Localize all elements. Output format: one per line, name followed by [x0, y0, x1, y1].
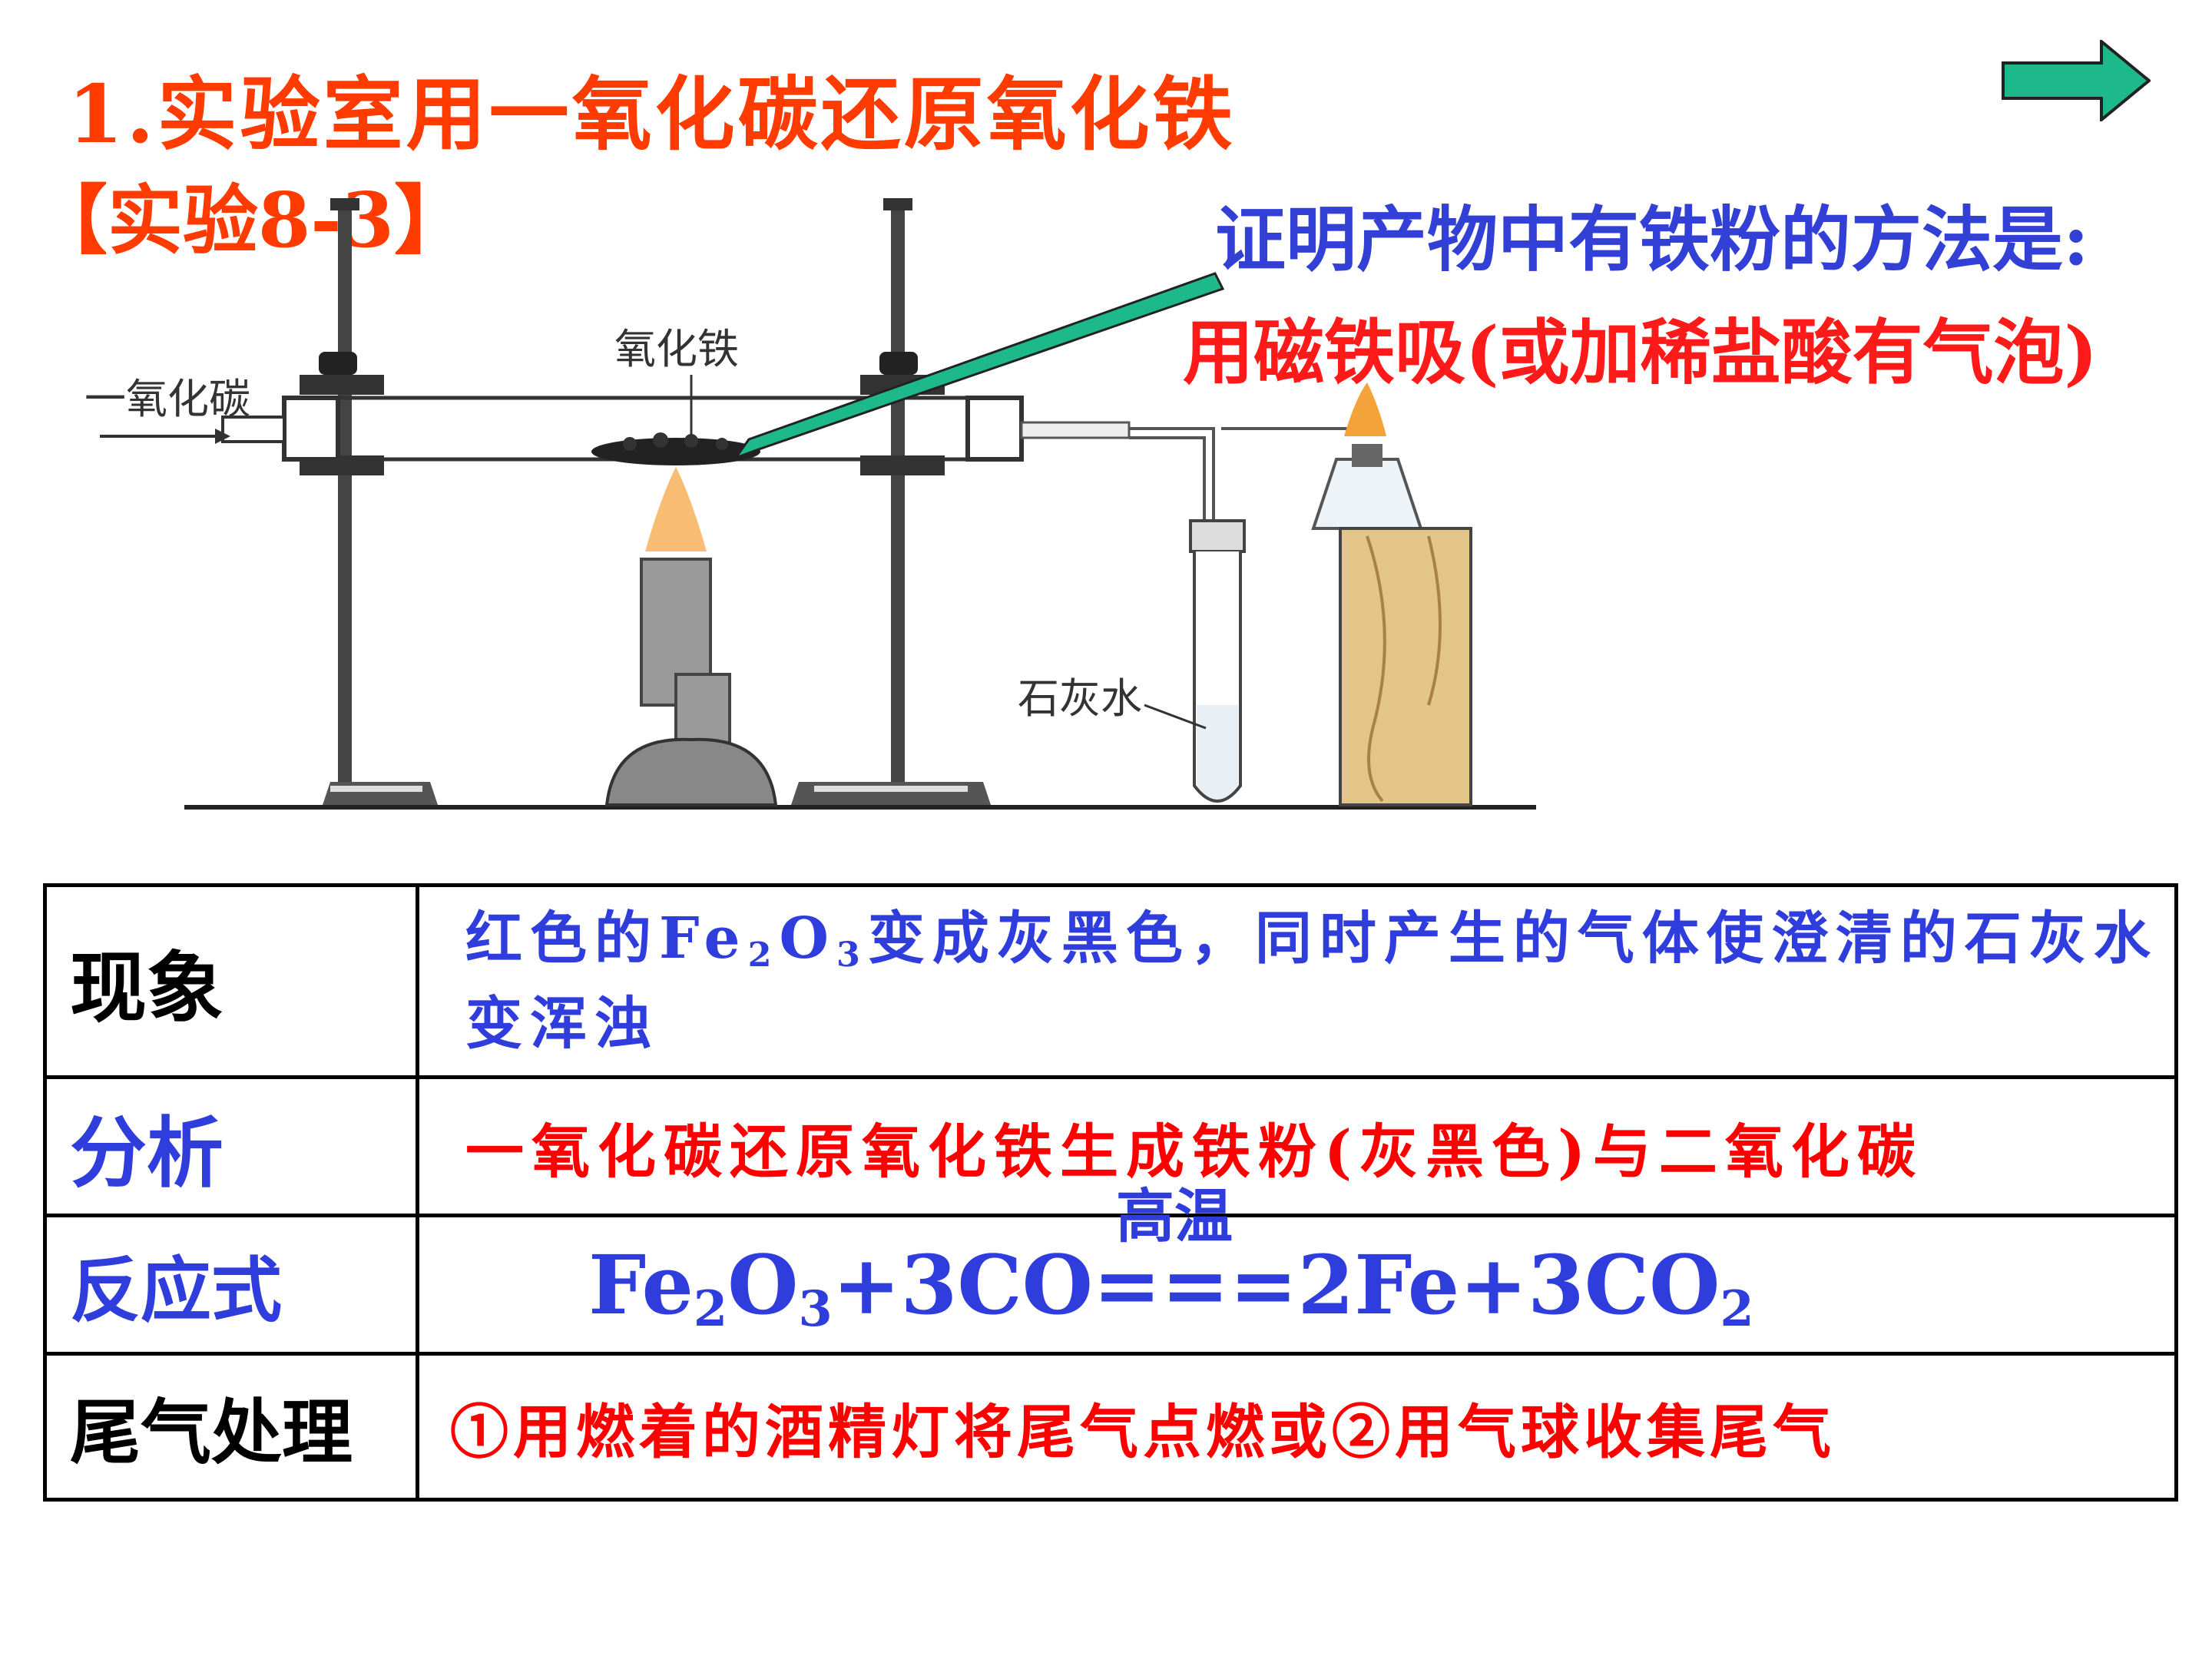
experiment-table: 现象 红色的Fe2O3变成灰黑色，同时产生的气体使澄清的石灰水变浑浊 分析 一氧… — [43, 883, 2178, 1502]
burner — [604, 467, 778, 806]
equation-header: 反应式 — [43, 1214, 419, 1356]
table-row: 尾气处理 ①用燃着的酒精灯将尾气点燃或②用气球收集尾气 — [43, 1352, 2178, 1502]
iron-stand-left — [300, 198, 438, 805]
proof-question: 证明产物中有铁粉的方法是: — [1215, 198, 2089, 281]
analysis-header: 分析 — [43, 1075, 419, 1217]
fe2o3-label: 氧化铁 — [614, 325, 739, 373]
proof-answer: 用磁铁吸(或加稀盐酸有气泡) — [1183, 311, 2098, 394]
slide-title: 1.实验室用一氧化碳还原氧化铁 — [68, 67, 1236, 161]
alcohol-lamp — [1311, 382, 1472, 806]
apparatus-diagram: 一氧化碳 氧化铁 石灰水 — [84, 198, 1536, 810]
experiment-label: 【实验8-3】 — [32, 177, 470, 265]
test-tube — [1189, 519, 1246, 803]
limewater-label: 石灰水 — [1018, 674, 1142, 723]
phenomenon-header: 现象 — [43, 883, 419, 1079]
right-arrow-icon[interactable] — [2002, 40, 2151, 121]
analysis-text: 一氧化碳还原氧化铁生成铁粉(灰黑色)与二氧化碳 — [416, 1075, 2178, 1217]
iron-oxide-powder — [591, 432, 760, 465]
iron-stand-right — [791, 198, 991, 805]
tail-gas-text: ①用燃着的酒精灯将尾气点燃或②用气球收集尾气 — [416, 1352, 2178, 1502]
co-label: 一氧化碳 — [84, 375, 250, 423]
table-row: 分析 一氧化碳还原氧化铁生成铁粉(灰黑色)与二氧化碳 — [43, 1075, 2178, 1217]
tail-gas-header: 尾气处理 — [43, 1352, 419, 1502]
table-row: 现象 红色的Fe2O3变成灰黑色，同时产生的气体使澄清的石灰水变浑浊 — [43, 883, 2178, 1079]
reaction-condition: 高温 — [1116, 1182, 1233, 1250]
phenomenon-text: 红色的Fe2O3变成灰黑色，同时产生的气体使澄清的石灰水变浑浊 — [416, 883, 2178, 1079]
